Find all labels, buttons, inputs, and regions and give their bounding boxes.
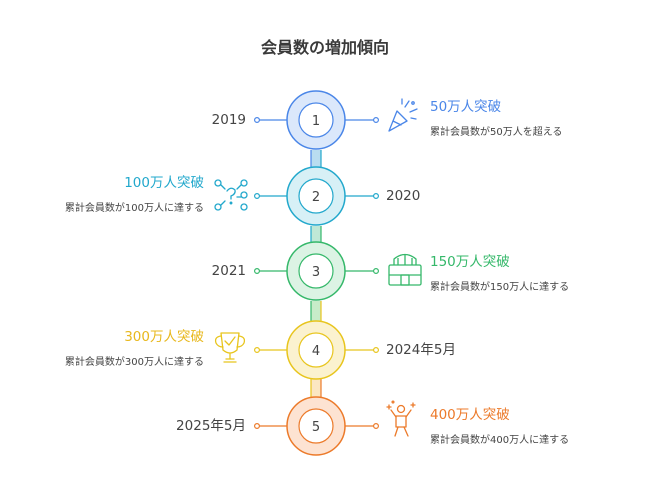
diagram-title: 会員数の増加傾向: [260, 38, 389, 57]
milestone-desc-4: 累計会員数が300万人に達する: [64, 357, 204, 368]
pointer-dot-left-2: [254, 193, 261, 200]
pointer-dot-left-1: [254, 116, 261, 123]
party-popper-icon: [388, 98, 418, 132]
milestone-2: 2: [254, 166, 380, 226]
milestone-number-2: 2: [312, 190, 320, 205]
pointer-dot-left-5: [254, 423, 261, 430]
celebrating-person-icon: [386, 400, 416, 437]
date-label-4: 2024年5月: [386, 342, 456, 358]
milestone-inner-1: [298, 102, 334, 138]
milestone-title-4: 300万人突破: [124, 329, 204, 345]
milestone-4: 4: [254, 320, 380, 380]
milestone-1: 1: [254, 90, 380, 150]
milestone-inner-4: [298, 332, 334, 368]
milestone-desc-2: 累計会員数が100万人に達する: [64, 203, 204, 214]
connector-1-2: [311, 150, 321, 170]
pointer-dot-right-4: [373, 347, 380, 354]
network-question-icon: [214, 179, 248, 211]
trophy-icon: [214, 332, 246, 363]
milestone-inner-2: [298, 178, 334, 214]
milestone-title-2: 100万人突破: [124, 175, 204, 191]
date-label-5: 2025年5月: [176, 418, 246, 434]
milestone-desc-3: 累計会員数が150万人に達する: [430, 282, 570, 293]
milestone-number-5: 5: [312, 420, 320, 435]
milestone-title-3: 150万人突破: [430, 254, 510, 270]
milestone-inner-5: [298, 408, 334, 444]
milestone-5: 5: [254, 396, 380, 456]
pointer-dot-left-4: [254, 347, 261, 354]
milestone-title-1: 50万人突破: [430, 99, 502, 115]
milestone-number-4: 4: [312, 344, 320, 359]
milestone-number-1: 1: [312, 114, 320, 129]
date-label-2: 2020: [386, 188, 421, 204]
milestone-number-3: 3: [312, 265, 320, 280]
milestone-title-5: 400万人突破: [430, 407, 510, 423]
pointer-dot-right-5: [373, 423, 380, 430]
stadium-icon: [388, 253, 422, 286]
pointer-dot-left-3: [254, 268, 261, 275]
pointer-dot-right-1: [373, 116, 380, 123]
connector-2-3: [311, 226, 321, 246]
pointer-dot-right-2: [373, 193, 380, 200]
milestone-inner-3: [298, 253, 334, 289]
milestone-desc-5: 累計会員数が400万人に達する: [430, 435, 570, 446]
connector-3-4: [311, 301, 321, 321]
date-label-1: 2019: [211, 112, 246, 128]
milestone-desc-1: 累計会員数が50万人を超える: [430, 127, 563, 138]
date-label-3: 2021: [211, 263, 246, 279]
pointer-dot-right-3: [373, 268, 380, 275]
milestone-3: 3: [254, 241, 380, 301]
connector-4-5: [311, 377, 321, 397]
